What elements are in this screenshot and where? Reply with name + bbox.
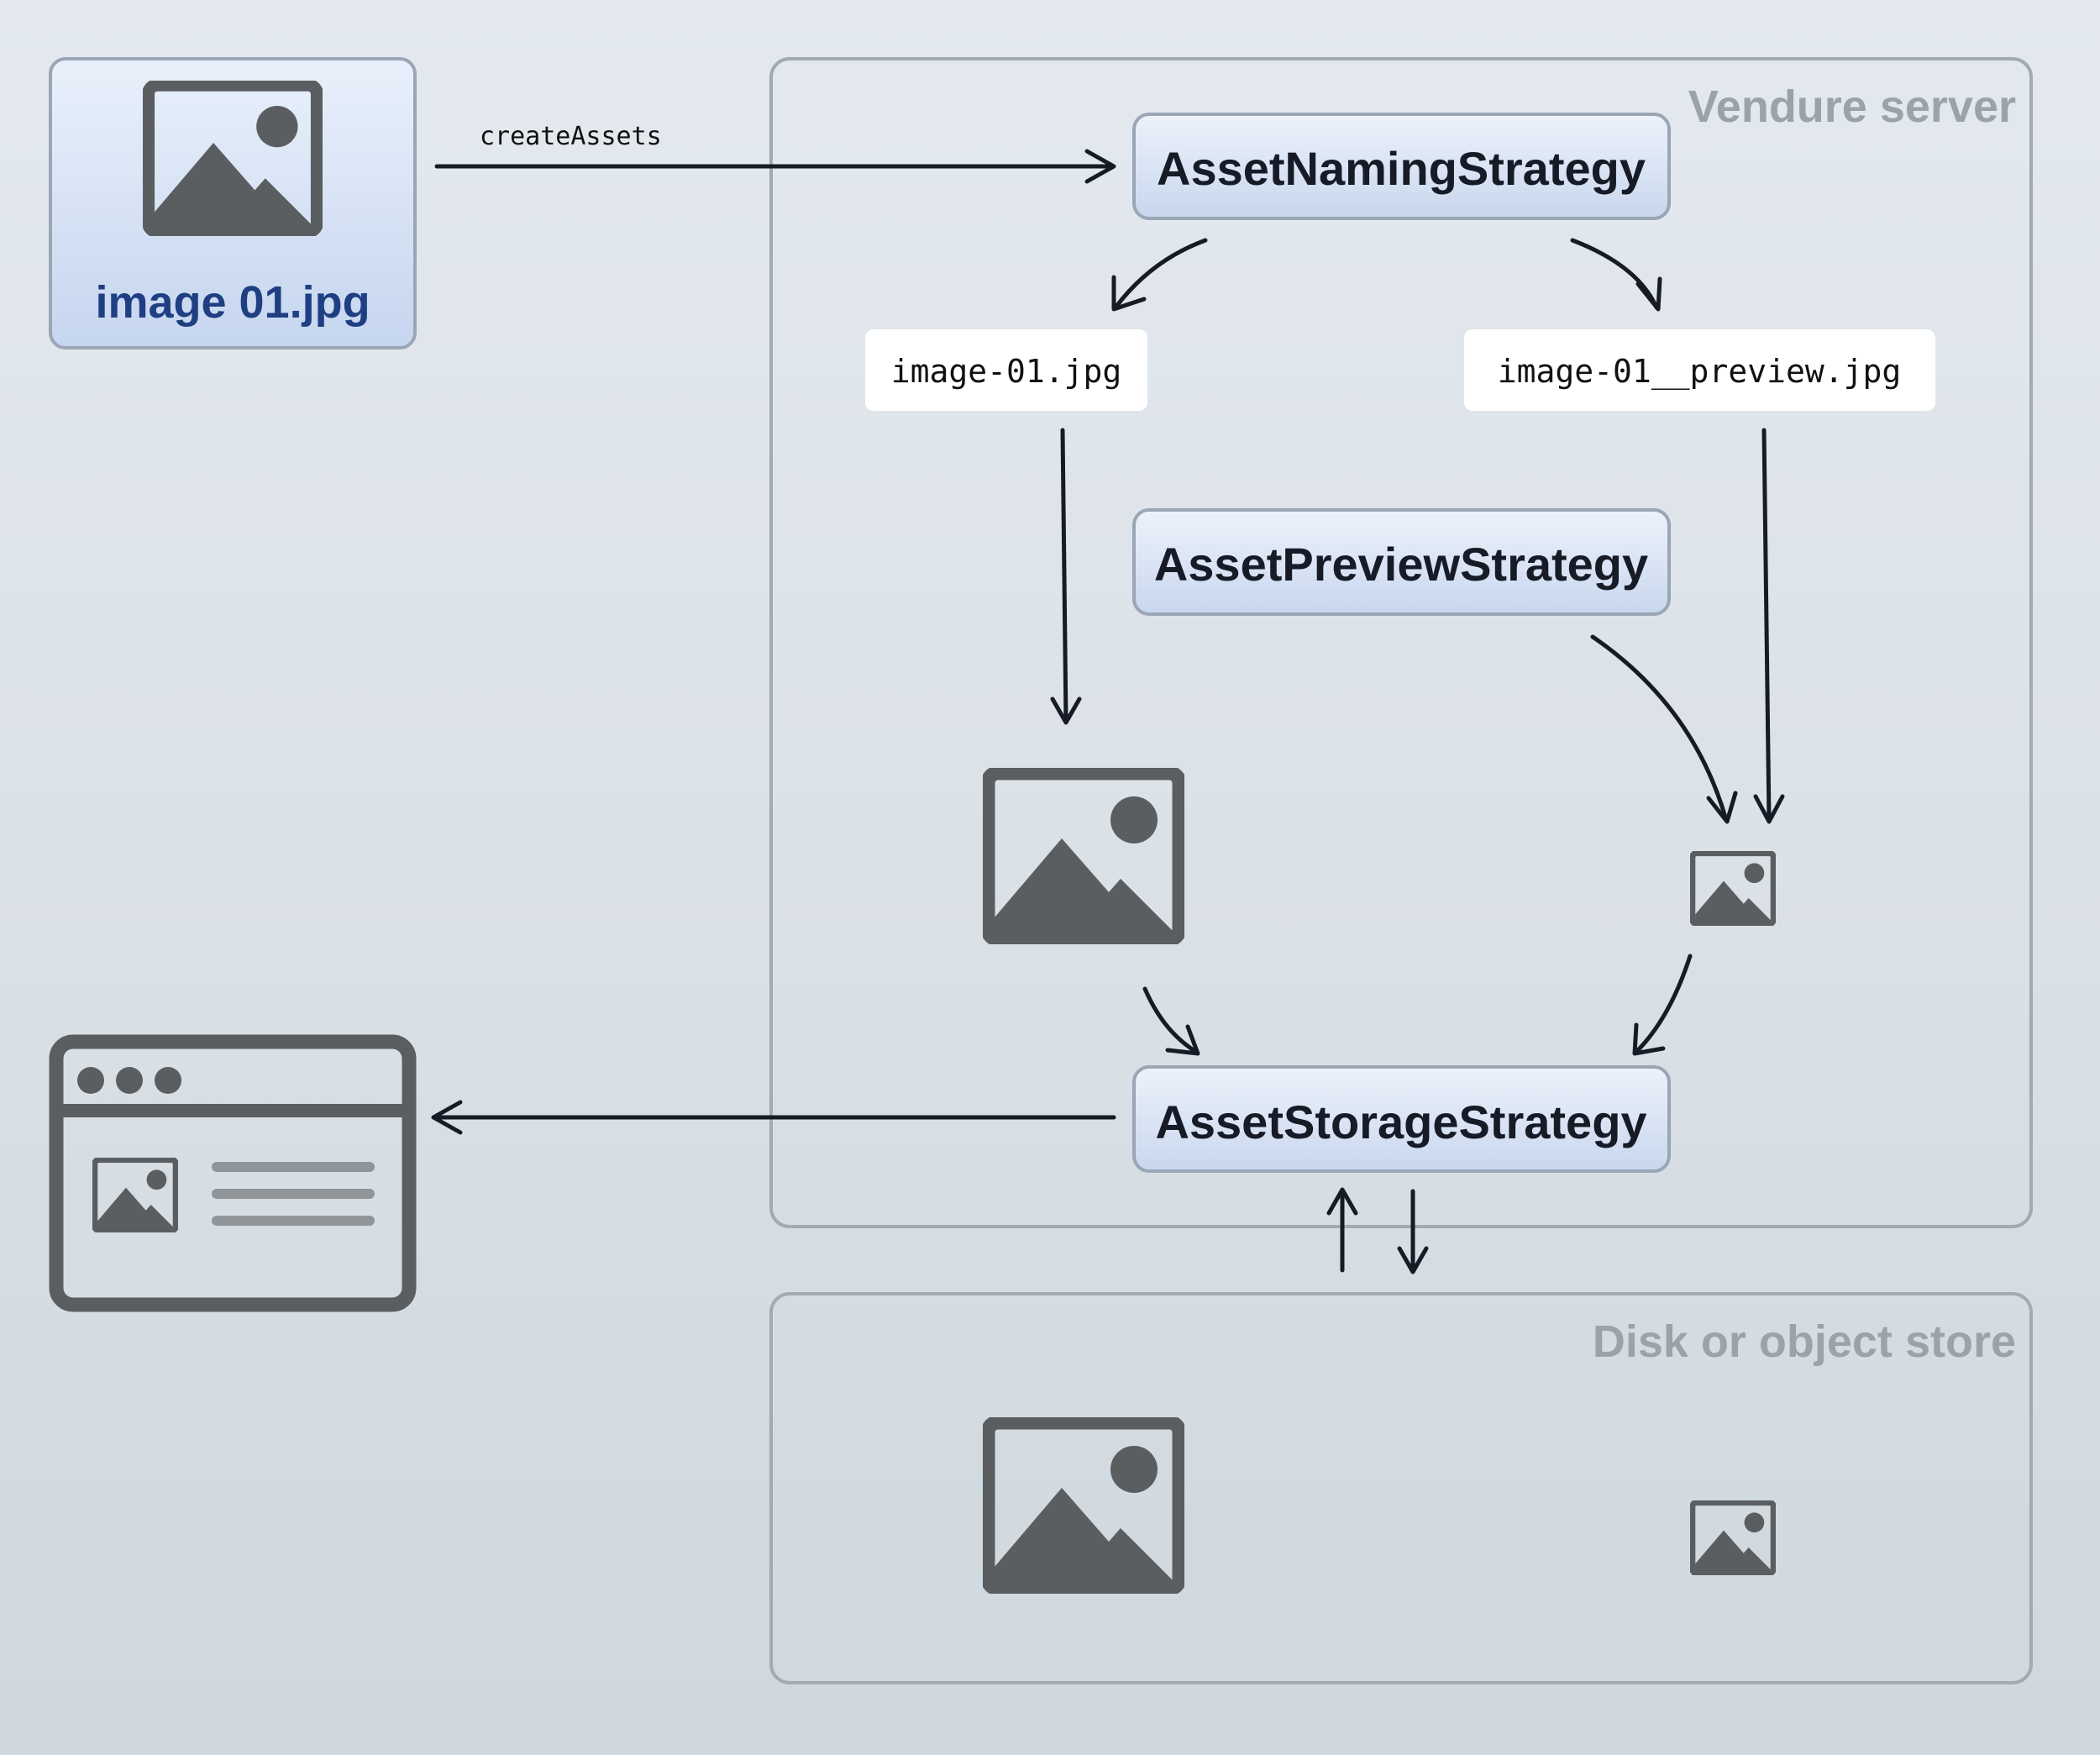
original-filename-chip: image-01.jpg [865,329,1147,411]
source-filename: image 01.jpg [95,277,370,328]
vendure-server-label: Vendure server [1688,81,2016,132]
create-assets-label: createAssets [480,122,662,151]
thumbnail-image-icon [1693,854,1774,924]
naming-to-preview-arrow [1570,238,1662,312]
naming-to-original-arrow [1111,238,1208,312]
asset-naming-strategy-box: AssetNamingStrategy [1132,113,1671,220]
preview-filename-to-thumbnail-arrow [1753,428,1785,824]
vendure-server-region: Vendure server [769,57,2033,1228]
asset-storage-strategy-label: AssetStorageStrategy [1155,1096,1646,1148]
asset-preview-strategy-box: AssetPreviewStrategy [1132,508,1671,616]
source-image-card: image 01.jpg [49,57,417,349]
asset-preview-strategy-label: AssetPreviewStrategy [1154,538,1648,591]
original-filename-to-image-arrow [1050,428,1082,725]
asset-naming-strategy-label: AssetNamingStrategy [1157,142,1646,195]
object-store-region: Disk or object store [769,1292,2033,1684]
browser-image-icon [95,1160,176,1231]
preview-filename-chip: image-01__preview.jpg [1464,329,1935,411]
original-filename-label: image-01.jpg [891,353,1122,390]
storage-to-browser-arrow [431,1100,1116,1135]
stored-original-image-icon [988,1422,1179,1589]
preview-filename-label: image-01__preview.jpg [1498,353,1901,391]
create-assets-arrow: createAssets [434,122,1116,184]
object-store-label: Disk or object store [1593,1316,2016,1367]
asset-storage-strategy-box: AssetStorageStrategy [1132,1065,1671,1173]
thumbnail-to-storage-arrow [1632,954,1693,1056]
storage-read-write-arrows [1326,1187,1429,1274]
stored-thumbnail-image-icon [1693,1503,1774,1574]
preview-strategy-to-thumbnail-arrow [1590,634,1738,824]
original-to-storage-arrow [1142,986,1200,1056]
original-image-icon [988,773,1179,939]
browser-window-icon [49,1034,417,1312]
